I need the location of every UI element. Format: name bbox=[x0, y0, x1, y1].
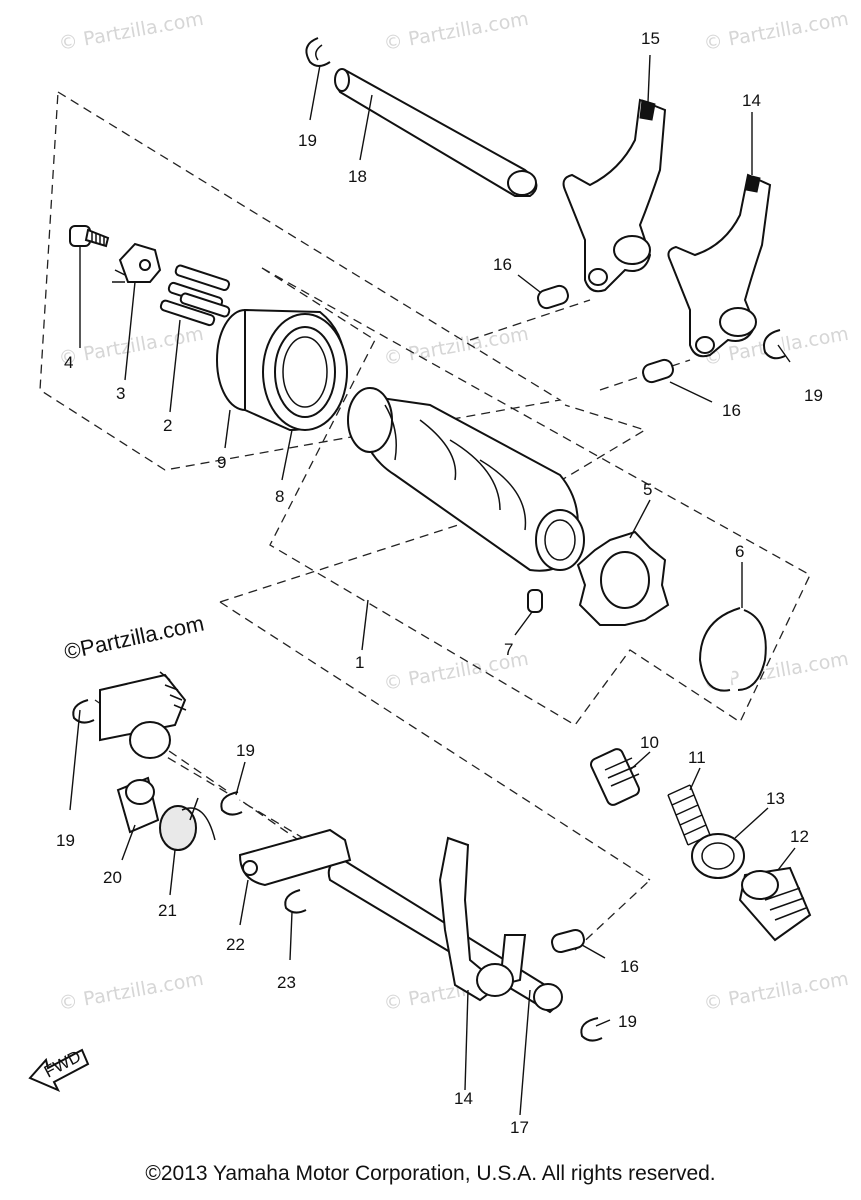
callout-19: 19 bbox=[618, 1012, 637, 1031]
callout-19: 19 bbox=[56, 831, 75, 850]
callout-14: 14 bbox=[742, 91, 761, 110]
guide-pin bbox=[551, 928, 585, 954]
bearing bbox=[216, 308, 348, 432]
callout-labels: 19 18 15 14 16 19 16 4 3 2 9 8 1 7 5 6 1… bbox=[56, 29, 823, 1137]
cam-segment-group-outline bbox=[39, 90, 562, 471]
watermark: © Partzilla.com bbox=[382, 8, 530, 55]
callout-12: 12 bbox=[790, 827, 809, 846]
dowel-pin bbox=[527, 589, 543, 613]
callout-1: 1 bbox=[355, 653, 364, 672]
callout-15: 15 bbox=[641, 29, 660, 48]
callout-7: 7 bbox=[504, 640, 513, 659]
shift-drum bbox=[347, 387, 585, 572]
stopper-pin bbox=[590, 748, 640, 806]
circlip bbox=[220, 791, 243, 816]
shift-fork-14-upper bbox=[667, 173, 772, 358]
circlip-large bbox=[698, 607, 767, 692]
screw bbox=[69, 225, 110, 248]
watermark: © Partzilla.com bbox=[57, 8, 205, 55]
callout-20: 20 bbox=[103, 868, 122, 887]
circlip bbox=[580, 1017, 603, 1042]
watermark: © Partzilla.com bbox=[702, 968, 850, 1015]
fork-guide-bar bbox=[334, 68, 538, 197]
watermark: © Partzilla.com bbox=[57, 968, 205, 1015]
fork-link-lines bbox=[469, 299, 691, 951]
callout-19: 19 bbox=[298, 131, 317, 150]
callout-11: 11 bbox=[688, 748, 706, 767]
callout-16: 16 bbox=[722, 401, 741, 420]
circlip bbox=[763, 329, 786, 360]
callout-4: 4 bbox=[64, 353, 73, 372]
callout-5: 5 bbox=[643, 480, 652, 499]
callout-6: 6 bbox=[735, 542, 744, 561]
segment bbox=[112, 242, 162, 283]
callout-3: 3 bbox=[116, 384, 125, 403]
main-shift-drum-outline bbox=[219, 404, 651, 881]
callout-23: 23 bbox=[277, 973, 296, 992]
callout-2: 2 bbox=[163, 416, 172, 435]
cam-pins bbox=[159, 264, 231, 327]
callout-17: 17 bbox=[510, 1118, 529, 1137]
circlip bbox=[284, 889, 307, 914]
watermark: © Partzilla.com bbox=[702, 8, 850, 55]
callout-21: 21 bbox=[158, 901, 177, 920]
assembly-outlines bbox=[39, 90, 811, 966]
callout-16: 16 bbox=[493, 255, 512, 274]
stopper-spring bbox=[667, 784, 711, 846]
watermark: © Partzilla.com bbox=[57, 323, 205, 370]
leader-lines bbox=[69, 54, 796, 1116]
callout-22: 22 bbox=[226, 935, 245, 954]
shift-fork-14-lower bbox=[438, 836, 527, 1002]
circlip bbox=[72, 699, 95, 724]
shift-lever-assembly bbox=[99, 671, 187, 834]
return-spring bbox=[159, 797, 216, 851]
guide-pin bbox=[642, 358, 674, 384]
callout-10: 10 bbox=[640, 733, 659, 752]
callout-19: 19 bbox=[804, 386, 823, 405]
shift-drum-group-outline bbox=[261, 267, 811, 726]
drum-stopper-plate bbox=[576, 530, 670, 626]
forward-direction-arrow: FWD bbox=[28, 1047, 90, 1092]
callout-9: 9 bbox=[217, 453, 226, 472]
shift-arm bbox=[238, 828, 352, 887]
shift-fork-15 bbox=[562, 98, 667, 293]
callout-8: 8 bbox=[275, 487, 284, 506]
watermark: © Partzilla.com bbox=[382, 323, 530, 370]
stopper-plug bbox=[738, 866, 812, 942]
gasket-washer bbox=[691, 833, 745, 879]
callout-16: 16 bbox=[620, 957, 639, 976]
guide-pin bbox=[537, 284, 569, 310]
callout-14: 14 bbox=[454, 1089, 473, 1108]
callout-18: 18 bbox=[348, 167, 367, 186]
callout-19: 19 bbox=[236, 741, 255, 760]
copyright-notice: ©2013 Yamaha Motor Corporation, U.S.A. A… bbox=[145, 1162, 716, 1185]
circlip bbox=[305, 37, 331, 67]
circlip-inner bbox=[315, 44, 323, 61]
callout-13: 13 bbox=[766, 789, 785, 808]
